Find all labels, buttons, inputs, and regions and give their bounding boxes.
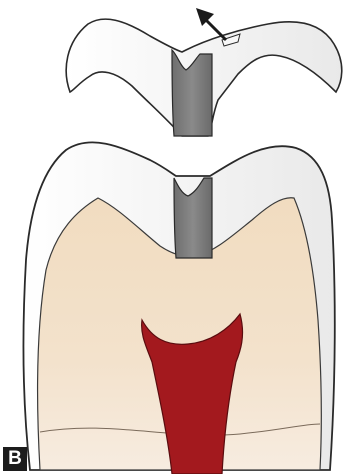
tooth-crown	[23, 142, 334, 474]
panel-label: B	[3, 447, 27, 471]
arrow-up-left-icon	[196, 8, 226, 40]
fractured-cusp-fragment	[66, 19, 342, 136]
